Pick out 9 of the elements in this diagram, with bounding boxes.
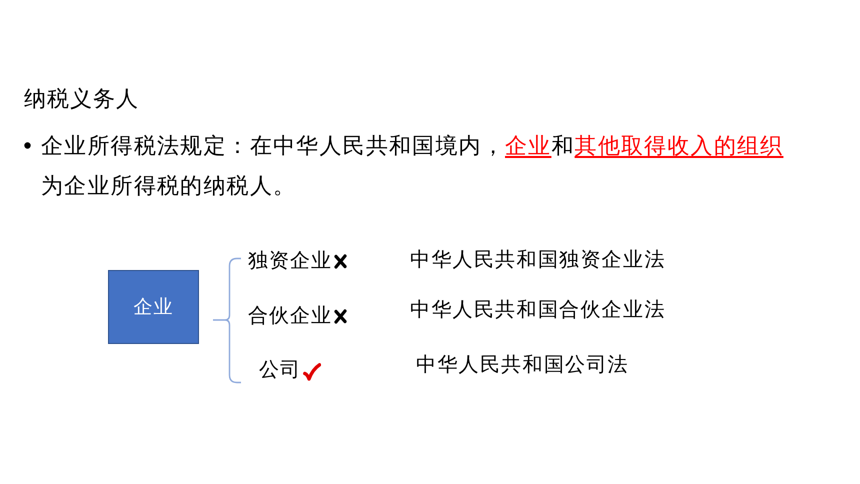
- heading: 纳税义务人: [24, 85, 139, 113]
- enterprise-type: 公司: [259, 358, 301, 383]
- enterprise-type: 独资企业: [248, 249, 332, 274]
- bullet-paragraph: 企业所得税法规定：在中华人民共和国境内，企业和其他取得收入的组织 为企业所得税的纳税人。: [41, 132, 784, 200]
- law-name: 中华人民共和国公司法: [416, 353, 629, 378]
- entity-box: 企业: [108, 270, 199, 344]
- law-name: 中华人民共和国合伙企业法: [410, 298, 666, 323]
- enterprise-type: 合伙企业: [248, 304, 332, 329]
- law-name: 中华人民共和国独资企业法: [410, 248, 666, 273]
